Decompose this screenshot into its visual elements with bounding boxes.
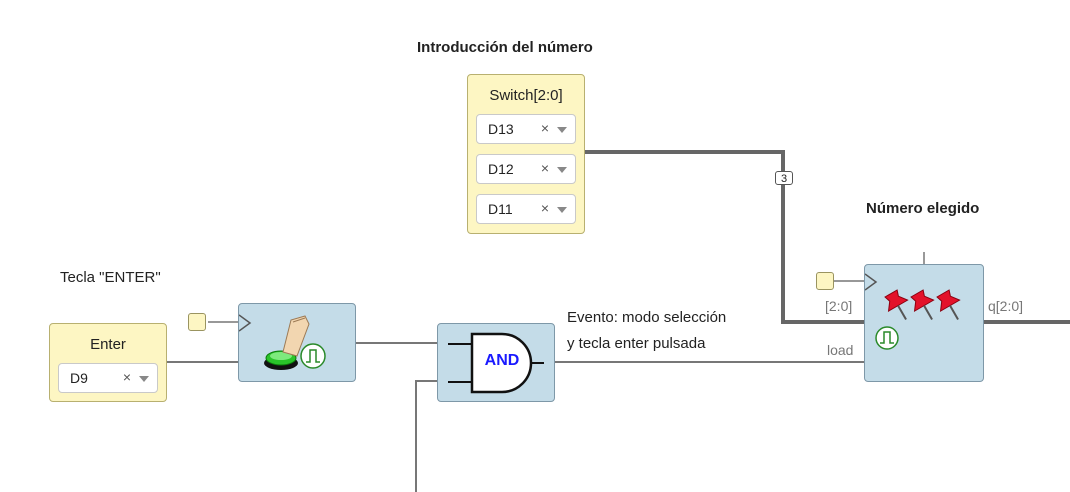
and-gate-label: AND: [484, 352, 520, 369]
pushpin-icon: [884, 289, 909, 320]
register-output-port-label: q[2:0]: [988, 298, 1024, 314]
and-gate-graphic: [448, 332, 544, 394]
mode-wire: [415, 380, 437, 492]
clock-input-register[interactable]: [816, 272, 834, 290]
switch-bus-wire: [585, 150, 864, 324]
clear-icon[interactable]: ×: [122, 369, 131, 385]
pin-select-d12[interactable]: D12 ×: [476, 154, 576, 184]
button-debouncer-block[interactable]: [238, 303, 356, 382]
pushpin-icon: [910, 289, 935, 320]
pin-value: D9: [70, 370, 88, 386]
chevron-down-icon[interactable]: [557, 167, 567, 173]
enter-key-title: Tecla "ENTER": [60, 269, 161, 286]
pushpin-icon: [936, 289, 961, 320]
pulse-icon: [300, 343, 326, 369]
chevron-down-icon[interactable]: [557, 207, 567, 213]
enter-input-block[interactable]: Enter D9 ×: [49, 323, 167, 402]
number-input-title: Introducción del número: [417, 39, 593, 56]
and-gate-icon: [470, 332, 533, 394]
switch-input-block[interactable]: Switch[2:0] D13 × D12 × D11 ×: [467, 74, 585, 234]
clear-icon[interactable]: ×: [540, 200, 549, 216]
clear-icon[interactable]: ×: [540, 120, 549, 136]
register-graphic: [865, 273, 961, 350]
clock-triangle-icon: [865, 273, 878, 291]
switch-block-label: Switch[2:0]: [489, 87, 563, 104]
pin-value: D11: [488, 201, 513, 217]
bus-width-badge: 3: [775, 171, 793, 185]
pin-select-d11[interactable]: D11 ×: [476, 194, 576, 224]
register-block[interactable]: [864, 264, 984, 382]
register-input-port-label: [2:0]: [825, 298, 853, 314]
and-gate-block[interactable]: AND: [437, 323, 555, 402]
pin-select-d9[interactable]: D9 ×: [58, 363, 158, 393]
register-load-port-label: load: [827, 342, 854, 358]
debouncer-graphic: [239, 314, 326, 370]
event-text-line2: y tecla enter pulsada: [567, 335, 706, 352]
finger-icon: [282, 315, 310, 357]
enter-block-label: Enter: [90, 336, 126, 353]
chosen-number-title: Número elegido: [866, 200, 980, 217]
chevron-down-icon[interactable]: [139, 376, 149, 382]
pin-value: D13: [488, 121, 514, 137]
event-text-line1: Evento: modo selección: [567, 309, 727, 326]
pulse-icon: [875, 326, 899, 350]
clock-input-debouncer[interactable]: [188, 313, 206, 331]
clock-triangle-icon: [239, 314, 252, 332]
bus-width-label: 3: [780, 173, 788, 185]
clear-icon[interactable]: ×: [540, 160, 549, 176]
chevron-down-icon[interactable]: [557, 127, 567, 133]
pin-value: D12: [488, 161, 514, 177]
pin-select-d13[interactable]: D13 ×: [476, 114, 576, 144]
